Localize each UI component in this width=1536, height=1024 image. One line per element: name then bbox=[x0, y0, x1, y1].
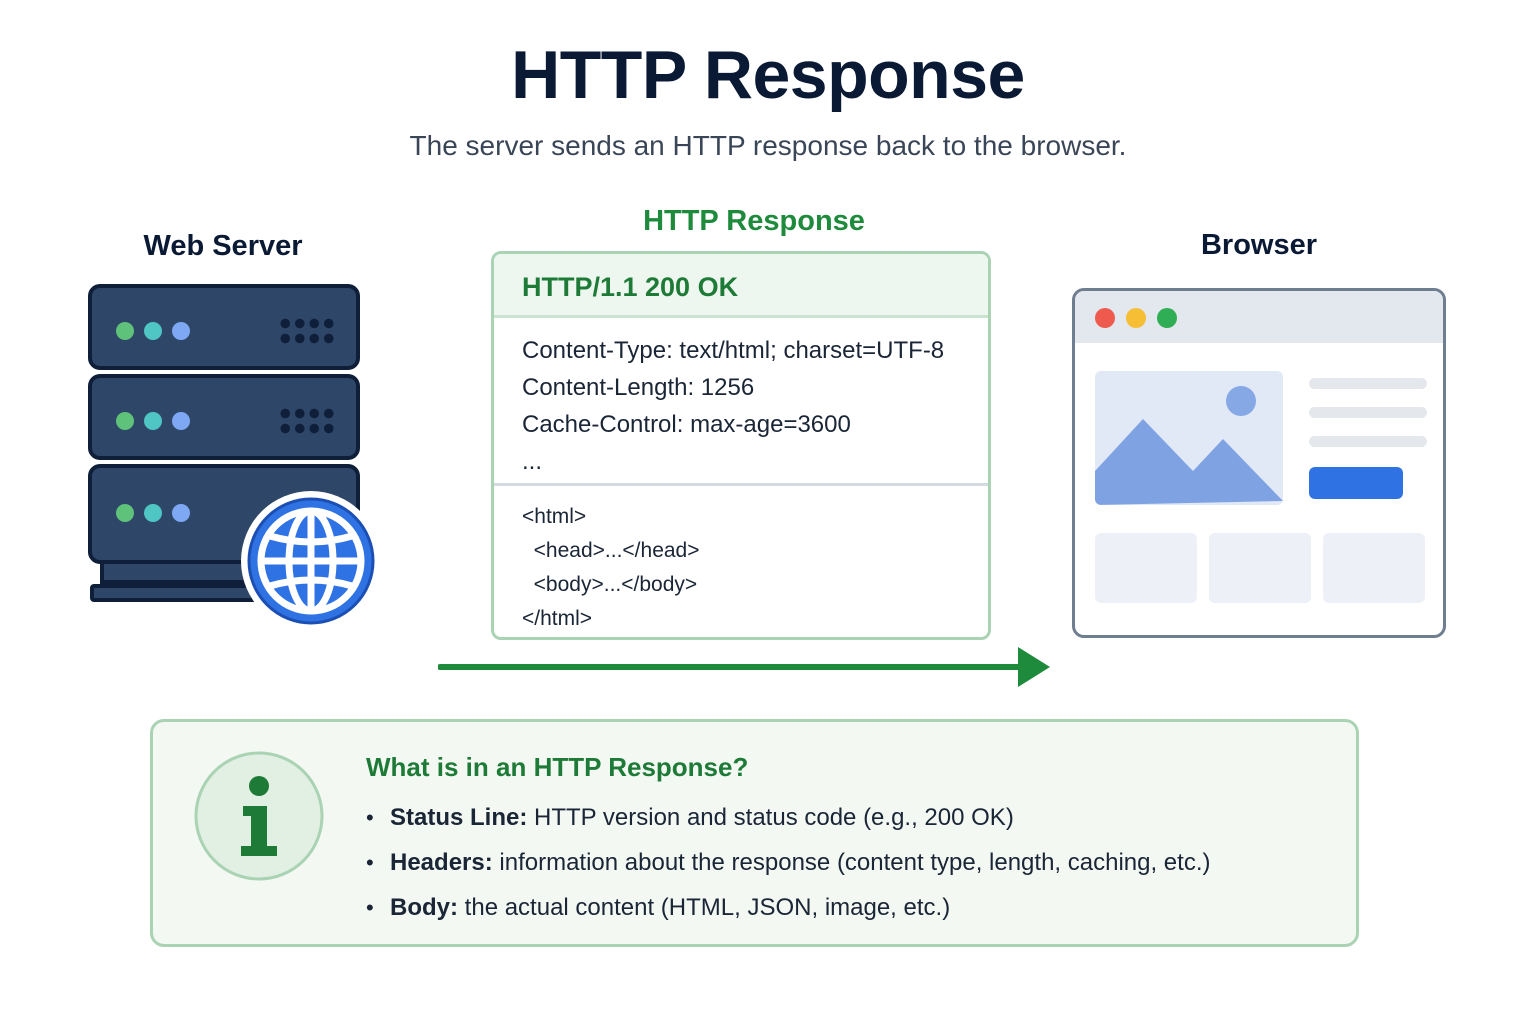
list-item-key: Status Line: bbox=[390, 804, 528, 831]
status-led-icon bbox=[116, 504, 134, 522]
browser-titlebar bbox=[1075, 291, 1443, 343]
server-rack-2 bbox=[88, 374, 360, 460]
button-placeholder bbox=[1309, 467, 1403, 499]
page-title: HTTP Response bbox=[511, 37, 1025, 113]
status-led-icon bbox=[172, 504, 190, 522]
close-dot-icon bbox=[1095, 308, 1115, 328]
minimize-dot-icon bbox=[1126, 308, 1146, 328]
text-line-placeholder bbox=[1309, 378, 1427, 389]
body-line: <body>...</body> bbox=[522, 573, 698, 596]
list-item-key: Body: bbox=[390, 894, 458, 921]
server-base bbox=[100, 564, 260, 584]
header-line: Cache-Control: max-age=3600 bbox=[522, 411, 851, 438]
header-line: Content-Length: 1256 bbox=[522, 374, 755, 401]
body-line: <head>...</head> bbox=[522, 539, 700, 562]
status-led-icon bbox=[172, 322, 190, 340]
body-line: <html> bbox=[522, 505, 587, 528]
web-server-label: Web Server bbox=[143, 230, 303, 262]
status-line: HTTP/1.1 200 OK bbox=[494, 254, 988, 318]
tile-placeholder bbox=[1095, 533, 1197, 603]
list-item: •Body: the actual content (HTML, JSON, i… bbox=[366, 894, 951, 921]
text-line-placeholder bbox=[1309, 436, 1427, 447]
info-list: •Status Line: HTTP version and status co… bbox=[366, 798, 1210, 933]
image-placeholder-icon bbox=[1095, 371, 1283, 505]
status-led-icon bbox=[116, 412, 134, 430]
list-item: •Headers: information about the response… bbox=[366, 849, 1211, 876]
http-response-label: HTTP Response bbox=[643, 205, 865, 237]
maximize-dot-icon bbox=[1157, 308, 1177, 328]
tile-placeholder bbox=[1209, 533, 1311, 603]
globe-icon bbox=[241, 491, 381, 631]
info-box: What is in an HTTP Response? •Status Lin… bbox=[150, 719, 1359, 947]
vent-grill-icon bbox=[278, 316, 336, 346]
status-led-icon bbox=[144, 412, 162, 430]
text-line-placeholder bbox=[1309, 407, 1427, 418]
list-item-text: information about the response (content … bbox=[499, 849, 1211, 876]
tile-placeholder bbox=[1323, 533, 1425, 603]
browser-window bbox=[1072, 288, 1446, 638]
list-item: •Status Line: HTTP version and status co… bbox=[366, 804, 1014, 831]
vent-grill-icon bbox=[278, 406, 336, 436]
info-title: What is in an HTTP Response? bbox=[366, 752, 749, 782]
browser-label: Browser bbox=[1200, 229, 1318, 261]
status-led-icon bbox=[144, 322, 162, 340]
header-ellipsis: ... bbox=[522, 448, 543, 475]
list-item-text: HTTP version and status code (e.g., 200 … bbox=[534, 804, 1014, 831]
status-led-icon bbox=[172, 412, 190, 430]
http-response-card: HTTP/1.1 200 OK Content-Type: text/html;… bbox=[491, 251, 991, 640]
status-led-icon bbox=[144, 504, 162, 522]
body-line: </html> bbox=[522, 607, 593, 630]
list-item-text: the actual content (HTML, JSON, image, e… bbox=[464, 894, 951, 921]
web-server-icon bbox=[88, 284, 384, 634]
header-line: Content-Type: text/html; charset=UTF-8 bbox=[522, 337, 945, 364]
response-headers: Content-Type: text/html; charset=UTF-8 C… bbox=[494, 318, 988, 486]
list-item-key: Headers: bbox=[390, 849, 493, 876]
info-icon bbox=[194, 751, 324, 881]
status-led-icon bbox=[116, 322, 134, 340]
response-body: <html> <head>...</head> <body>...</body>… bbox=[494, 486, 988, 636]
page-subtitle: The server sends an HTTP response back t… bbox=[409, 130, 1127, 161]
server-rack-1 bbox=[88, 284, 360, 370]
arrow-right-icon bbox=[438, 647, 1050, 687]
